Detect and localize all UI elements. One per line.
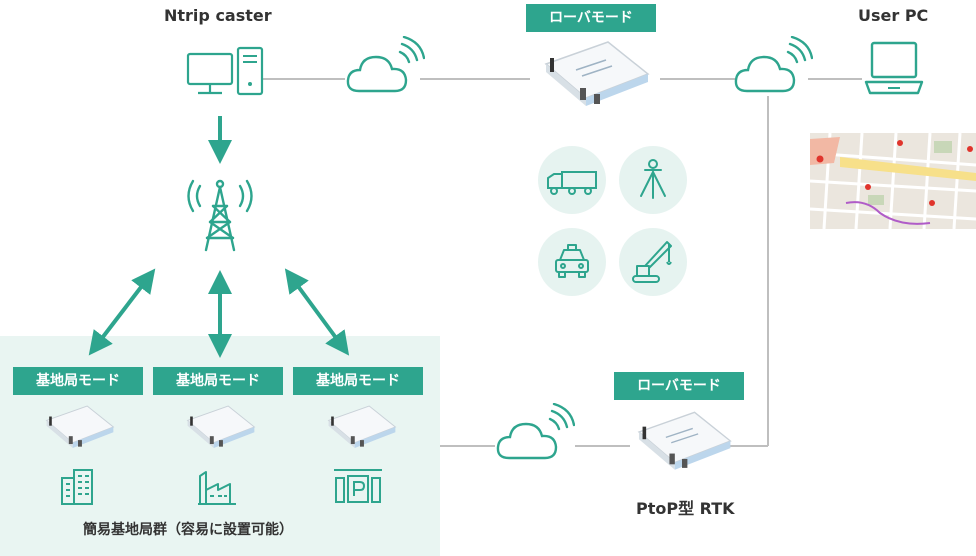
- arrow-tower-base-left: [88, 268, 156, 356]
- user-pc-label: User PC: [858, 6, 929, 25]
- arrow-tower-base-right: [284, 268, 350, 356]
- base-station-mode-tag: 基地局モード: [153, 367, 283, 395]
- use-case-truck: [538, 146, 606, 214]
- car-icon: [555, 244, 589, 278]
- use-case-survey: [619, 146, 687, 214]
- map-thumbnail: [810, 133, 976, 229]
- parking-icon: [334, 469, 382, 503]
- gnss-receiver-device: [637, 411, 732, 470]
- use-case-crane: [619, 228, 687, 296]
- cell-tower-icon: [187, 179, 253, 252]
- factory-icon: [198, 471, 236, 505]
- gnss-receiver-device: [544, 41, 650, 106]
- use-case-car: [538, 228, 606, 296]
- base-station-mode-tag: 基地局モード: [13, 367, 143, 395]
- ptop-rtk-caption: PtoP型 RTK: [636, 499, 735, 518]
- cloud-icon: [346, 36, 425, 93]
- rover-mode-tag: ローバモード: [526, 4, 656, 32]
- cloud-icon: [496, 403, 575, 460]
- gnss-receiver-device: [186, 405, 256, 448]
- cloud-icon: [734, 36, 813, 93]
- truck-icon: [547, 171, 597, 195]
- crane-icon: [632, 241, 672, 283]
- base-station-mode-tag: 基地局モード: [293, 367, 423, 395]
- caster-label: Ntrip caster: [164, 6, 272, 25]
- laptop-icon: [864, 41, 924, 95]
- gnss-receiver-device: [327, 405, 397, 448]
- office-building-icon: [61, 469, 93, 505]
- rover-mode-tag: ローバモード: [614, 372, 744, 400]
- base-group-caption: 簡易基地局群（容易に設置可能）: [83, 522, 293, 538]
- gnss-receiver-device: [45, 405, 115, 448]
- survey-tripod-icon: [640, 159, 666, 199]
- desktop-computer-icon: [186, 46, 264, 96]
